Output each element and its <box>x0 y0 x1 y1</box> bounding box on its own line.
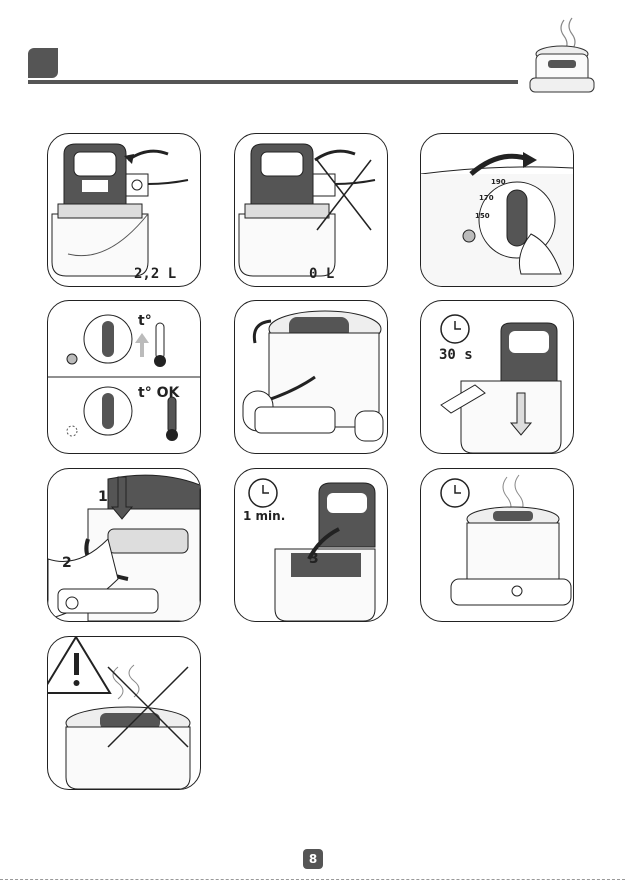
step-3-number: 3 <box>309 551 319 567</box>
fryer-closed-steaming-icon <box>421 469 573 621</box>
page-number: 8 <box>303 849 323 869</box>
temp-heating-label: t° <box>138 313 152 329</box>
fryer-lid-release-icon <box>235 301 387 453</box>
preheat-time-label: 30 s <box>439 347 473 363</box>
panel-open-lid <box>234 300 388 454</box>
panel-close-lid: 1 2 <box>47 468 201 622</box>
dial-tick-170: 170 <box>479 194 494 202</box>
thermostat-heating-icon <box>48 301 200 453</box>
panel-fill-min: 0 L <box>234 133 388 287</box>
panel-warning-steam <box>47 636 201 790</box>
capacity-min-label: 0 L <box>309 266 334 282</box>
temp-ready-label: t° OK <box>138 385 179 401</box>
cooking-basket-icon <box>235 469 387 621</box>
step-1-number: 1 <box>98 489 108 505</box>
fryer-unplugged-icon <box>235 134 387 286</box>
basket-lowering-icon <box>421 301 573 453</box>
section-rule <box>28 80 518 84</box>
panel-fill-max: 2,2 L <box>47 133 201 287</box>
dial-tick-150: 150 <box>475 212 490 220</box>
panel-lower-basket: 30 s <box>420 300 574 454</box>
dial-tick-190: 190 <box>491 178 506 186</box>
cut-line <box>0 879 625 880</box>
thermostat-turn-icon <box>421 134 573 286</box>
panel-cooking-done <box>420 468 574 622</box>
section-badge <box>28 48 58 78</box>
lid-close-steps-icon <box>48 469 200 621</box>
cook-time-label: 1 min. <box>243 509 285 523</box>
fryer-open-lid-icon <box>48 134 200 286</box>
panel-cook-time: 1 min. 3 <box>234 468 388 622</box>
capacity-max-label: 2,2 L <box>134 266 176 282</box>
fryer-thumbnail-icon <box>520 12 602 104</box>
panel-set-thermostat: 190 170 150 <box>420 133 574 287</box>
warning-triangle-icon <box>48 637 200 789</box>
step-2-number: 2 <box>62 555 72 571</box>
panel-temp-status: t° t° OK <box>47 300 201 454</box>
